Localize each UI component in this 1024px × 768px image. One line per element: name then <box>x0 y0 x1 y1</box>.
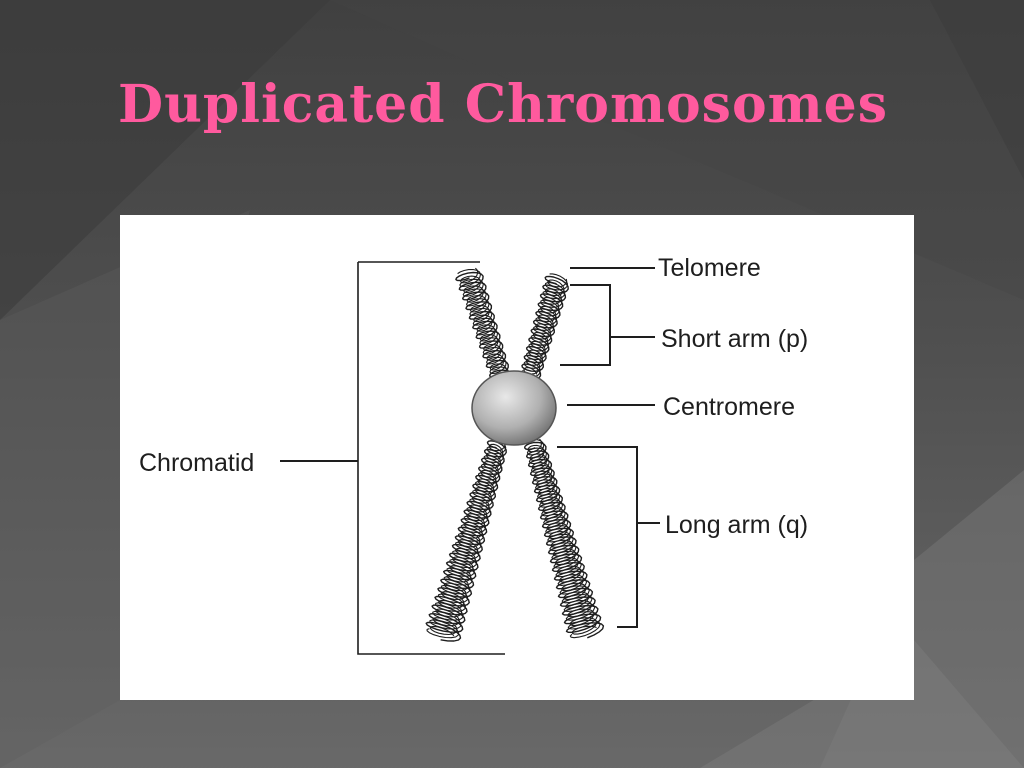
background-facet-bottom <box>700 640 1024 768</box>
centromere-label: Centromere <box>663 393 795 421</box>
right-chromatid-short-arm <box>521 273 569 381</box>
telomere-label: Telomere <box>658 254 761 282</box>
right-chromatid-long-arm <box>524 438 605 639</box>
short-arm-bracket <box>560 284 655 366</box>
short-arm-label: Short arm (p) <box>661 325 808 353</box>
chromatid-bracket <box>357 261 505 655</box>
chromatin-coil-strand <box>521 273 569 378</box>
chromatin-coil-strand <box>455 271 512 386</box>
chromosome-diagram: Telomere Short arm (p) Centromere Long a… <box>139 254 808 655</box>
chromatin-coil-strand <box>426 437 507 639</box>
diagram-panel: Telomere Short arm (p) Centromere Long a… <box>120 215 914 700</box>
slide-title: Duplicated Chromosomes <box>118 74 889 135</box>
background-facet-corner <box>930 0 1024 180</box>
left-chromatid-long-arm <box>425 437 507 642</box>
chromatin-coil-strand <box>521 275 569 381</box>
chromatin-coil-strand <box>429 442 506 637</box>
chromatin-coil-strand <box>460 267 508 381</box>
long-arm-label: Long arm (q) <box>665 511 808 539</box>
centromere-shape <box>471 370 557 446</box>
chromatin-coil-strand <box>457 268 510 384</box>
chromatid-label: Chromatid <box>139 449 254 477</box>
background-facet-top-left <box>0 0 330 320</box>
chromatin-coil-strand <box>527 438 598 635</box>
long-arm-bracket <box>557 446 660 628</box>
left-chromatid-short-arm <box>455 267 512 386</box>
chromatin-coil-strand <box>523 278 568 375</box>
